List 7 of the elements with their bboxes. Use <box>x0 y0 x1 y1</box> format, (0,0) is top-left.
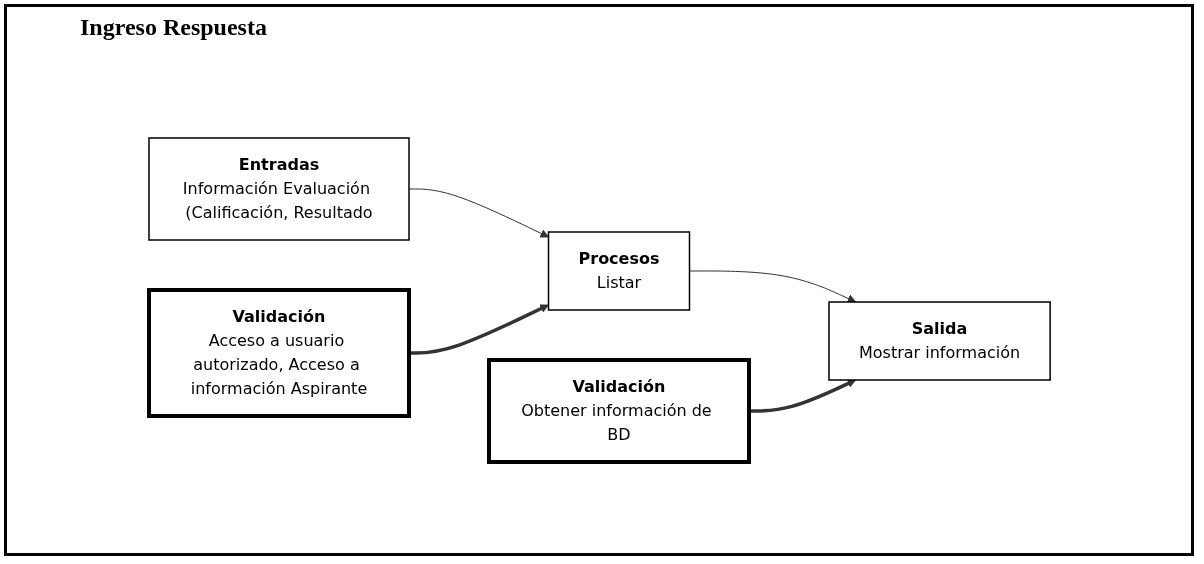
node-box: Validación Acceso a usuario autorizado, Acceso a información Aspirante <box>147 288 412 418</box>
node-box: Procesos Listar <box>548 231 691 311</box>
arrow <box>689 270 857 303</box>
node-box: Validación Obtener información de BD <box>487 358 752 464</box>
diagram-title: Ingreso Respuesta <box>80 14 267 41</box>
node-box: Entradas Información Evaluación (Calificación, Resultado <box>148 137 411 241</box>
node-box: Salida Mostrar información <box>828 301 1052 381</box>
